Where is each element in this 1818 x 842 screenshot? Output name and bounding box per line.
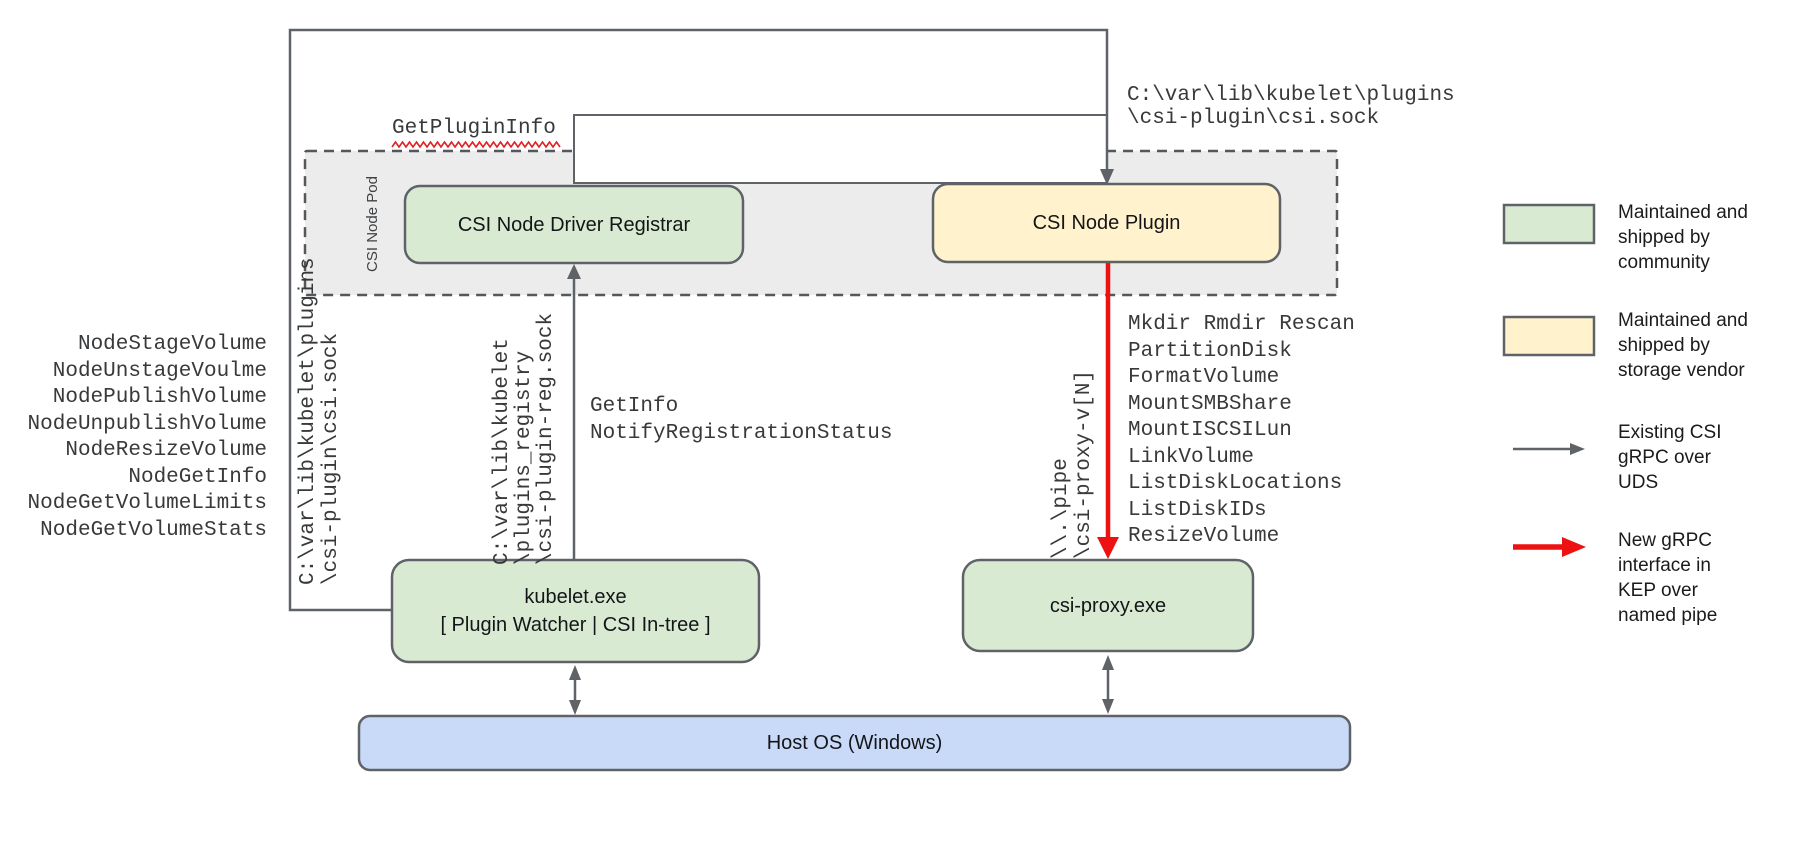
kubelet-label: kubelet.exe [ Plugin Watcher | CSI In-tr… xyxy=(440,586,711,636)
legend-vendor-text: Maintained and shipped by storage vendor xyxy=(1618,310,1748,381)
plugin-box xyxy=(931,182,1282,264)
kubelet-hostos-up-arrowhead-icon xyxy=(569,665,581,680)
kubelet-hostos-down-arrowhead-icon xyxy=(569,700,581,715)
host-os-box xyxy=(357,714,1352,772)
proxy-hostos-down-arrowhead-icon xyxy=(1102,699,1114,714)
registrar-arrowhead-icon xyxy=(567,264,581,279)
proxy-calls-list: Mkdir Rmdir Rescan PartitionDisk FormatV… xyxy=(1128,313,1355,548)
kubelet-to-plugin-connector xyxy=(288,28,1109,612)
getplugininfo-label: GetPluginInfo xyxy=(392,117,556,140)
csi-node-pod-label: CSI Node Pod xyxy=(364,176,381,272)
plugin-label: CSI Node Plugin xyxy=(1032,212,1181,234)
legend-uds-text: Existing CSI gRPC over UDS xyxy=(1618,422,1722,493)
csi-proxy-label: csi-proxy.exe xyxy=(1049,594,1167,617)
registrar-label: CSI Node Driver Registrar xyxy=(457,213,691,236)
kubelet-node-calls-list: NodeStageVolume NodeUnstageVoulme NodePu… xyxy=(27,333,267,542)
red-arrowhead-icon xyxy=(1097,537,1119,559)
registrar-box xyxy=(403,184,745,265)
plugin-arrowhead-icon xyxy=(1100,169,1114,185)
csi-sock-path-left-label: C:\var\lib\kubelet\plugins \csi-plugin\c… xyxy=(297,257,343,585)
legend-gray-arrowhead-icon xyxy=(1570,443,1585,455)
csi-proxy-box xyxy=(961,558,1255,653)
legend-community-swatch xyxy=(1502,203,1596,245)
registration-calls-label: GetInfo NotifyRegistrationStatus xyxy=(590,395,893,445)
legend-vendor-swatch xyxy=(1502,315,1596,357)
host-os-label: Host OS (Windows) xyxy=(766,732,943,754)
legend-red-arrowhead-icon xyxy=(1562,537,1586,557)
legend-named-pipe-text: New gRPC interface in KEP over named pip… xyxy=(1618,530,1718,626)
registry-sock-path-label: C:\var\lib\kubelet \plugins_registry \cs… xyxy=(491,312,558,565)
proxy-hostos-up-arrowhead-icon xyxy=(1102,655,1114,670)
spellcheck-squiggle-icon xyxy=(391,140,561,149)
kubelet-box xyxy=(390,558,761,664)
legend-community-text: Maintained and shipped by community xyxy=(1618,202,1748,273)
getplugininfo-connector xyxy=(573,114,1108,184)
named-pipe-path-label: \\.\pipe \csi-proxy-v[N] xyxy=(1050,369,1096,559)
csi-sock-path-top-label: C:\var\lib\kubelet\plugins \csi-plugin\c… xyxy=(1127,84,1455,130)
